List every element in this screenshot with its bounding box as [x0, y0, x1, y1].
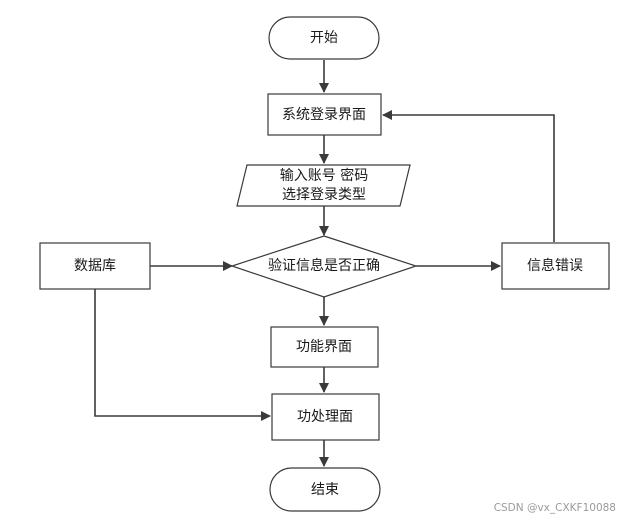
input-label-line2: 选择登录类型 [282, 187, 366, 203]
function-screen-box [270, 326, 379, 368]
function-screen-label: 功能界面 [296, 339, 352, 355]
process-screen-label: 功处理面 [297, 409, 353, 425]
error-node: 信息错误 [501, 242, 610, 290]
connectors [94, 60, 555, 467]
input-label-line1: 输入账号 密码 [280, 167, 368, 184]
end-node: 结束 [269, 467, 381, 512]
edge-error-to-login [382, 110, 555, 242]
end-label: 结束 [311, 482, 339, 498]
verify-label: 验证信息是否正确 [268, 257, 380, 274]
end-terminator [269, 467, 381, 512]
error-label: 信息错误 [527, 257, 583, 274]
database-node: 数据库 [39, 242, 151, 290]
login-screen-label: 系统登录界面 [282, 107, 366, 123]
process-screen-node: 功处理面 [271, 393, 380, 441]
input-parallelogram [236, 164, 411, 207]
database-label: 数据库 [74, 258, 116, 274]
verify-diamond [230, 235, 418, 298]
watermark-text: CSDN @vx_CXKF10088 [494, 502, 616, 514]
start-label: 开始 [310, 30, 338, 46]
function-screen-node: 功能界面 [270, 326, 379, 368]
error-box [501, 242, 610, 290]
verify-node: 验证信息是否正确 [230, 235, 418, 298]
login-screen-box [267, 93, 382, 136]
login-screen-node: 系统登录界面 [267, 93, 382, 136]
start-terminator [268, 16, 380, 60]
process-screen-box [271, 393, 380, 441]
start-node: 开始 [268, 16, 380, 60]
edge-database-to-process [94, 289, 271, 421]
input-node: 输入账号 密码 选择登录类型 [236, 164, 411, 207]
database-box [39, 242, 151, 290]
